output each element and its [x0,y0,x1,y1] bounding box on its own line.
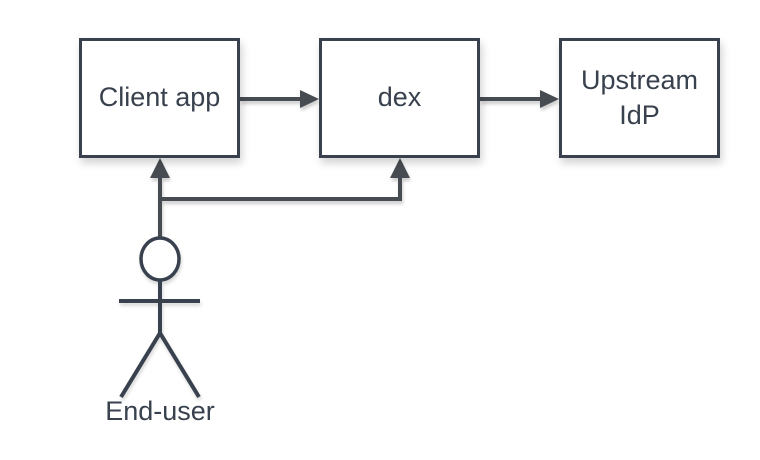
arrowhead-up-icon [390,158,410,178]
arrowhead-right-icon [540,90,559,108]
node-upstream-idp: Upstream IdP [559,38,720,158]
actor-legs [119,331,201,399]
node-client-app: Client app [79,38,240,158]
edges-group [150,90,559,238]
node-client-app-label: Client app [98,82,221,113]
node-dex-label: dex [377,82,422,113]
edge-end-user-to-dex [160,177,402,201]
node-dex: dex [319,38,480,158]
arrowhead-right-icon [300,90,319,108]
actor-end-user-label: End-user [105,396,215,426]
actor-head [139,236,181,282]
arrowhead-up-icon [150,158,170,178]
stick-figure-icon [119,236,201,399]
node-upstream-idp-label: Upstream IdP [580,64,699,130]
